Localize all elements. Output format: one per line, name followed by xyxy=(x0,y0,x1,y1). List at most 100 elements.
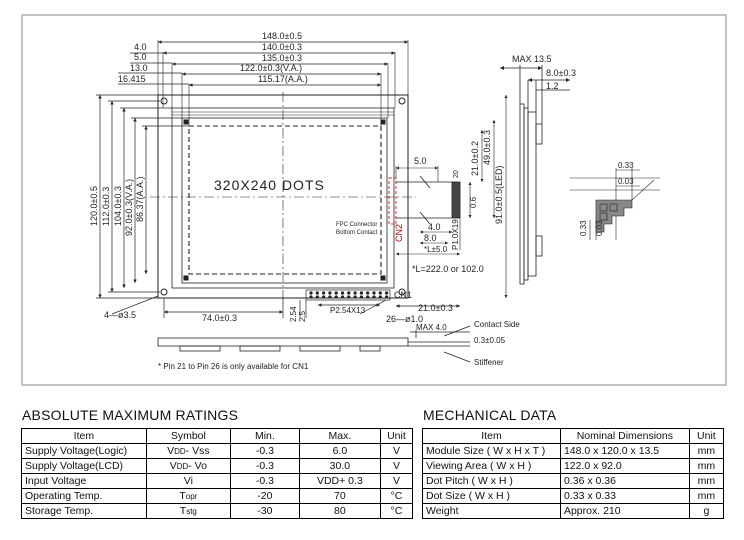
mount-hole-bl xyxy=(160,288,168,296)
pin-hole xyxy=(340,291,345,295)
abs-max-header-row: Item Symbol Min. Max. Unit xyxy=(21,428,414,444)
abs-min: -0.3 xyxy=(229,443,300,459)
mech-value: 122.0 x 92.0 xyxy=(559,458,690,474)
abs-min: -30 xyxy=(229,503,300,519)
dot-detail xyxy=(570,168,660,240)
pin-hole xyxy=(359,291,364,295)
abs-max-col-item: Item xyxy=(21,428,147,444)
table-row: Supply Voltage(Logic) VDD- Vss -0.3 6.0 … xyxy=(21,443,414,459)
fpc-dim-5: 5.0 xyxy=(414,156,427,166)
dim-height-120: 120.0±0.5 xyxy=(89,186,99,226)
abs-symbol: Tstg xyxy=(145,503,231,519)
mech-item: Dot Pitch ( W x H ) xyxy=(422,473,561,489)
abs-max-col-symbol: Symbol xyxy=(145,428,231,444)
abs-max: 30.0 xyxy=(298,458,381,474)
fpc-dim-20: 20 xyxy=(453,170,460,178)
mech-value: 0.33 x 0.33 xyxy=(559,488,690,504)
pin-hole xyxy=(315,295,319,299)
mech-col-item: Item xyxy=(422,428,561,444)
side-view xyxy=(500,65,570,285)
dim-width-115: 115.17(A.A.) xyxy=(258,74,308,84)
fpc-label-1: FPC Connector xyxy=(336,222,377,228)
dots-label: 320X240 DOTS xyxy=(214,177,325,193)
mech-unit: mm xyxy=(688,488,725,504)
pin-hole xyxy=(328,291,332,295)
abs-min: -0.3 xyxy=(229,473,300,489)
hole-label: 4—ø3.5 xyxy=(104,310,136,320)
pin-hole xyxy=(334,291,338,295)
top-dimension-lines xyxy=(118,40,408,87)
fpc-vert-21: 21.0±0.2 xyxy=(470,141,480,176)
pin-hole xyxy=(328,295,332,299)
front-view xyxy=(150,40,416,304)
dim-left-5: 5.0 xyxy=(134,52,147,62)
dim-height-92: 92.0±0.3(V.A.) xyxy=(124,179,134,236)
viewing-area xyxy=(181,117,388,284)
side-dim-12: 1.2 xyxy=(546,81,559,91)
left-dimension-lines xyxy=(96,94,189,299)
dim-width-135: 135.0±0.3 xyxy=(262,53,302,63)
dim-width-148: 148.0±0.5 xyxy=(262,31,302,41)
pin-hole xyxy=(384,291,389,295)
abs-unit: V xyxy=(379,458,414,474)
pin-hole xyxy=(359,295,364,299)
pin-hole xyxy=(347,295,351,299)
abs-item: Input Voltage xyxy=(21,473,147,489)
table-row: Storage Temp. Tstg -30 80 °C xyxy=(21,503,414,519)
profile-max-4: MAX 4.0 xyxy=(416,323,447,332)
mount-hole-tr xyxy=(398,97,406,105)
dim-left-16: 16.415 xyxy=(118,74,146,84)
pin-note: * Pin 21 to Pin 26 is only available for… xyxy=(158,362,309,371)
dim-height-86: 86.37(A.A.) xyxy=(135,176,145,222)
abs-item: Operating Temp. xyxy=(21,488,147,504)
mech-title: MECHANICAL DATA xyxy=(423,407,557,423)
pin-hole xyxy=(366,295,370,299)
table-row: Operating Temp. Topr -20 70 °C xyxy=(21,488,414,504)
pin-hole xyxy=(378,295,382,299)
pin-header-cn1 xyxy=(111,289,460,318)
dot-dim-033-v: 0.33 xyxy=(579,220,588,236)
mech-header-row: Item Nominal Dimensions Unit xyxy=(422,428,725,444)
pin-hole xyxy=(340,295,345,299)
mount-hole-tl xyxy=(160,97,168,105)
abs-min: -0.3 xyxy=(229,458,300,474)
dim-74: 74.0±0.3 xyxy=(202,313,237,323)
dim-width-140: 140.0±0.3 xyxy=(262,42,302,52)
corner-mark-2 xyxy=(380,119,386,125)
bottom-profile xyxy=(157,325,471,363)
mechanical-drawing: 148.0±0.5 140.0±0.3 135.0±0.3 122.0±0.3(… xyxy=(21,14,727,386)
abs-unit: °C xyxy=(379,488,414,504)
pin-hole xyxy=(372,295,376,299)
pin-hole xyxy=(347,291,351,295)
mech-unit: mm xyxy=(688,458,725,474)
fpc-dim-l-value: *L=222.0 or 102.0 xyxy=(412,264,484,274)
corner-mark-4 xyxy=(380,275,386,281)
dot-dim-003-v: 0.03 xyxy=(595,220,604,236)
pin-hole xyxy=(321,295,326,299)
pin-hole xyxy=(353,291,357,295)
abs-max-col-unit: Unit xyxy=(379,428,414,444)
fpc-dim-l: *L±5.0 xyxy=(424,245,448,254)
table-row: Dot Pitch ( W x H ) 0.36 x 0.36 mm xyxy=(422,473,725,489)
mech-value: Approx. 210 xyxy=(559,503,690,519)
dim-width-122: 122.0±0.3(V.A.) xyxy=(240,63,302,73)
abs-max: 80 xyxy=(298,503,381,519)
side-max-135: MAX 13.5 xyxy=(512,54,552,64)
fpc-dim-8: 8.0 xyxy=(424,233,437,243)
profile-contact-side: Contact Side xyxy=(474,320,520,329)
fpc-dim-pitch: P1.0X19 xyxy=(451,219,460,250)
pitch-label: P2.54X13 xyxy=(330,306,366,315)
cn1-label: CN1 xyxy=(394,290,412,300)
dot-dim-003-h: 0.03 xyxy=(618,177,634,186)
abs-symbol: Vi xyxy=(145,473,231,489)
dim-left-4: 4.0 xyxy=(134,42,147,52)
mech-value: 0.36 x 0.36 xyxy=(559,473,690,489)
dim-height-112: 112.0±0.3 xyxy=(101,187,111,226)
mech-col-unit: Unit xyxy=(688,428,725,444)
pin-hole xyxy=(309,291,313,295)
mech-unit: mm xyxy=(688,473,725,489)
abs-unit: °C xyxy=(379,503,414,519)
fpc-dim-4: 4.0 xyxy=(428,222,441,232)
mount-hole-br xyxy=(398,288,406,296)
pin-hole xyxy=(309,295,313,299)
